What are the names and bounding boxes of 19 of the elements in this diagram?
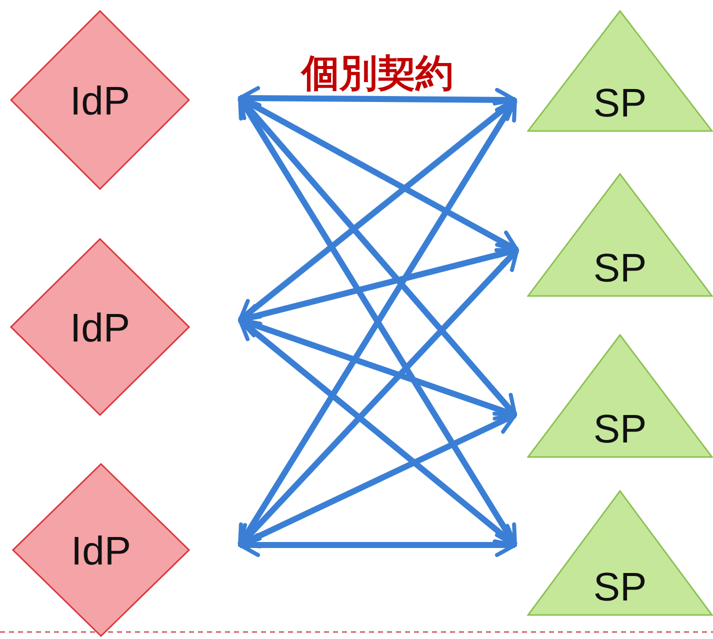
- sp-label: SP: [593, 82, 647, 126]
- idp-label: IdP: [70, 306, 130, 352]
- sp-label: SP: [593, 408, 647, 452]
- sp-label: SP: [593, 246, 647, 292]
- sp-triangle: [527, 490, 713, 616]
- sp-triangle: [527, 334, 713, 458]
- sp-triangle: [527, 10, 713, 132]
- double-arrow: [238, 98, 517, 322]
- idp-diamond: [10, 10, 190, 190]
- double-arrow: [238, 86, 517, 112]
- double-arrow: [238, 95, 519, 253]
- sp-triangle: [527, 173, 713, 297]
- idp-diamond: [10, 238, 190, 416]
- sp-label: SP: [593, 566, 647, 610]
- idp-label: IdP: [70, 80, 130, 124]
- idp-label: IdP: [70, 530, 132, 574]
- double-arrow: [238, 533, 517, 557]
- idp-diamond: [12, 463, 190, 637]
- double-arrow: [238, 412, 517, 548]
